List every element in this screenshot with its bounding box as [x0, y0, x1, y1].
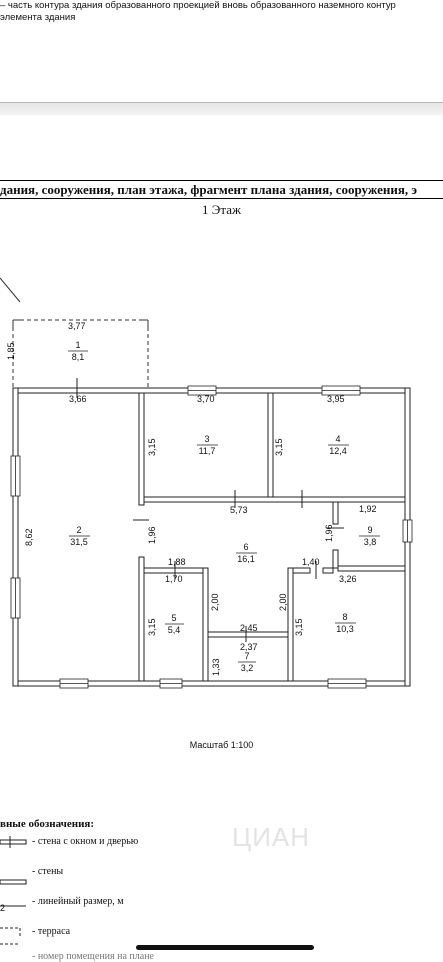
- room-number: 5: [171, 613, 176, 623]
- dim-label: 1,33: [211, 658, 221, 676]
- floor-label: 1 Этаж: [202, 202, 241, 217]
- dim-label: 2,00: [210, 593, 220, 611]
- room-area: 5,4: [168, 625, 181, 635]
- legend-item-walls: - стены: [32, 866, 64, 877]
- legend-item-wall-window-door: - стена с окном и дверью: [32, 836, 139, 847]
- page-break-bar: [0, 102, 443, 115]
- room-number: 1: [75, 340, 80, 350]
- legend-item-room-number: - номер помещения на плане: [32, 951, 154, 962]
- room-area: 10,3: [336, 624, 354, 634]
- dim-label: 3,95: [327, 394, 345, 404]
- dim-label: 3,26: [339, 574, 357, 584]
- dimension-labels: 3,77 1,85 3,66 3,70 3,95 3,15 3,15 8,62 …: [6, 321, 377, 676]
- dim-label: 3,15: [274, 438, 284, 456]
- windows: [10, 385, 413, 689]
- legend-symbols: [0, 836, 27, 945]
- room-number: 6: [243, 542, 248, 552]
- room-number: 3: [204, 434, 209, 444]
- room-area: 31,5: [70, 537, 88, 547]
- room-area: 11,7: [199, 446, 216, 456]
- dim-label: 8,62: [24, 528, 34, 546]
- room-area: 12,4: [329, 446, 347, 456]
- legend-item-terrace: - терраса: [32, 926, 71, 937]
- terrace-corner-marks: [12, 319, 149, 328]
- sheet-title: дания, сооружения, план этажа, фрагмент …: [0, 180, 443, 199]
- door-marks: [76, 378, 344, 642]
- room-number: 4: [335, 434, 340, 444]
- room-number: 7: [244, 651, 249, 661]
- legend-dimension-sample: 2: [0, 903, 5, 913]
- home-indicator[interactable]: [136, 945, 314, 950]
- room-number: 8: [342, 612, 347, 622]
- terrace-symbol: [0, 927, 21, 936]
- dim-label: 2,37: [240, 642, 258, 652]
- dim-label: 1,40: [302, 557, 320, 567]
- dim-label: 1,70: [165, 574, 183, 584]
- dim-label: 3,15: [147, 618, 157, 636]
- dim-label: 2,45: [240, 623, 258, 633]
- leader-line: [0, 277, 21, 303]
- dim-label: 3,15: [147, 438, 157, 456]
- room-number: 9: [367, 525, 372, 535]
- dim-label: 3,77: [68, 321, 86, 331]
- room-area: 8,1: [72, 352, 85, 362]
- dim-label: 5,73: [230, 505, 248, 515]
- scale-label: Масштаб 1:100: [189, 740, 254, 750]
- dim-label: 3,70: [197, 394, 215, 404]
- wall-window-door-symbol: [0, 839, 27, 845]
- dim-label: 1,88: [168, 557, 186, 567]
- dim-label: 1,85: [6, 342, 16, 360]
- top-note-line-1: – часть контура здания образованного про…: [0, 0, 396, 11]
- room-label-lines: [68, 350, 380, 663]
- dim-label: 2,00: [278, 593, 288, 611]
- top-note-line-2: элемента здания: [0, 12, 76, 23]
- legend-title: вные обозначения:: [0, 818, 95, 830]
- watermark: ЦИАН: [232, 822, 311, 852]
- dim-label: 1,96: [147, 526, 157, 544]
- room-area: 16,1: [237, 554, 255, 564]
- dim-label: 3,15: [294, 618, 304, 636]
- dim-label: 3,66: [69, 394, 87, 404]
- legend-item-dimension: - линейный размер, м: [32, 896, 124, 907]
- dim-label: 1,92: [359, 504, 377, 514]
- room-area: 3,2: [241, 663, 254, 673]
- dim-label: 1,96: [324, 524, 334, 542]
- top-note: – часть контура здания образованного про…: [0, 0, 443, 24]
- room-number: 2: [76, 525, 81, 535]
- room-labels: 1 8,1 2 31,5 3 11,7 4 12,4 5 5,4 6 16,1 …: [70, 340, 376, 673]
- room-area: 3,8: [364, 537, 377, 547]
- wall-symbol: [0, 879, 27, 885]
